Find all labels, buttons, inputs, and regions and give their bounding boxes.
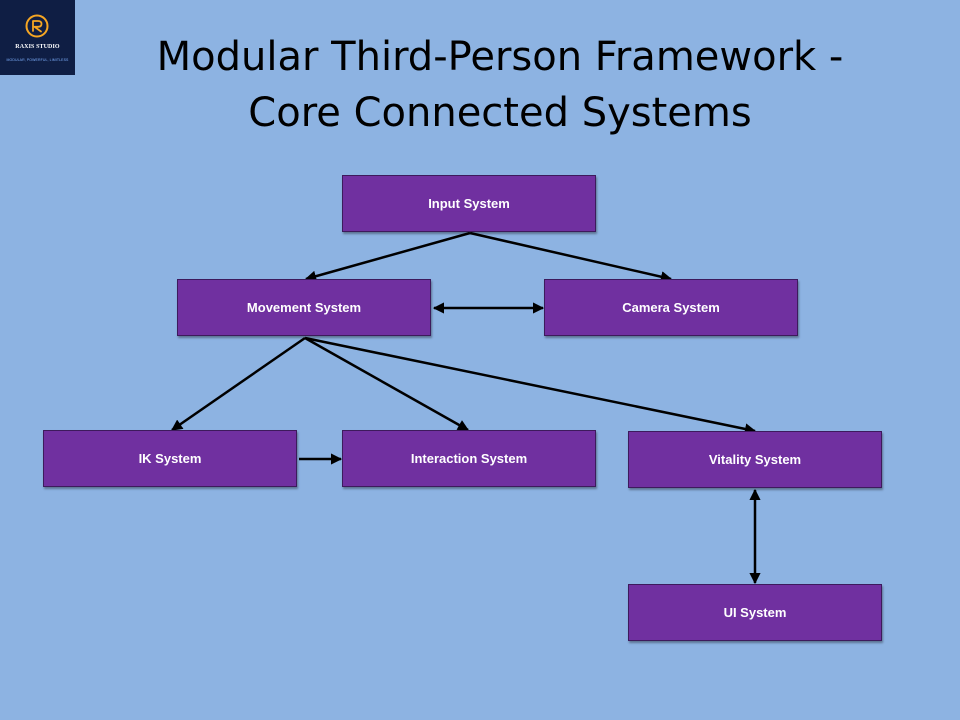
- node-ui-system: UI System: [628, 584, 882, 641]
- edge-movement-to-vitality: [304, 336, 757, 435]
- node-ik-system: IK System: [43, 430, 297, 487]
- node-vitality-system: Vitality System: [628, 431, 882, 488]
- edge-input-to-camera: [469, 231, 673, 283]
- raxis-logo-icon: [25, 14, 49, 38]
- logo-studio-name: RAXIS STUDIO: [15, 44, 60, 50]
- slide-title-line-1: Modular Third-Person Framework -: [156, 34, 844, 80]
- slide-title: Modular Third-Person Framework - Core Co…: [80, 29, 920, 141]
- node-interaction-system: Interaction System: [342, 430, 596, 487]
- edge-movement-to-interaction: [304, 336, 469, 432]
- slide-title-line-2: Core Connected Systems: [248, 90, 752, 136]
- edge-movement-to-ik: [171, 336, 306, 432]
- edge-input-to-movement: [304, 231, 471, 282]
- node-input-system: Input System: [342, 175, 596, 232]
- node-movement-system: Movement System: [177, 279, 431, 336]
- node-camera-system: Camera System: [544, 279, 798, 336]
- logo-tagline: MODULAR, POWERFUL, LIMITLESS: [6, 58, 69, 62]
- studio-logo: RAXIS STUDIO MODULAR, POWERFUL, LIMITLES…: [0, 0, 75, 75]
